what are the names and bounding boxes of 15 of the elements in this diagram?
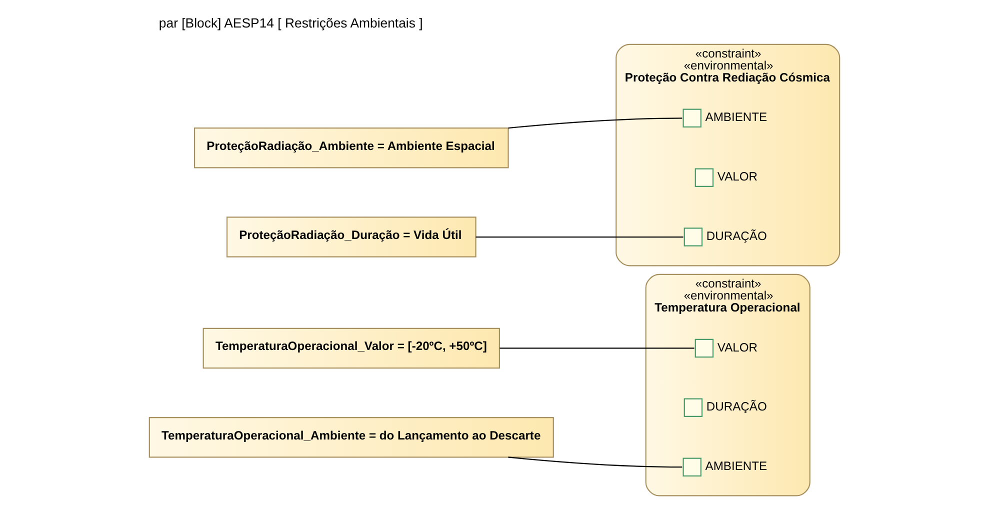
node-label: DURAÇÃO: [706, 229, 766, 244]
connector: [508, 118, 682, 129]
connector: [475, 236, 683, 238]
node-label: VALOR: [716, 170, 758, 184]
node-label: DURAÇÃO: [706, 400, 766, 414]
node-label: AMBIENTE: [704, 110, 767, 124]
node-box: TemperaturaOperacional_Valor = [-20ºC, +50ºC]: [202, 328, 500, 369]
node-label: AMBIENTE: [704, 459, 767, 474]
node-label: VALOR: [716, 340, 758, 354]
connector: [508, 456, 682, 468]
node-box: TemperaturaOperacional_Ambiente = do Lançamento ao Descarte: [148, 417, 554, 458]
diagram-title: par [Block] AESP14 [ Restrições Ambientais ]: [158, 15, 422, 30]
connector: [499, 348, 694, 349]
node-box: ProteçãoRadiação_Duração = Vida Útil: [226, 216, 476, 258]
node-box: ProteçãoRadiação_Ambiente = Ambiente Espacial: [193, 128, 508, 168]
